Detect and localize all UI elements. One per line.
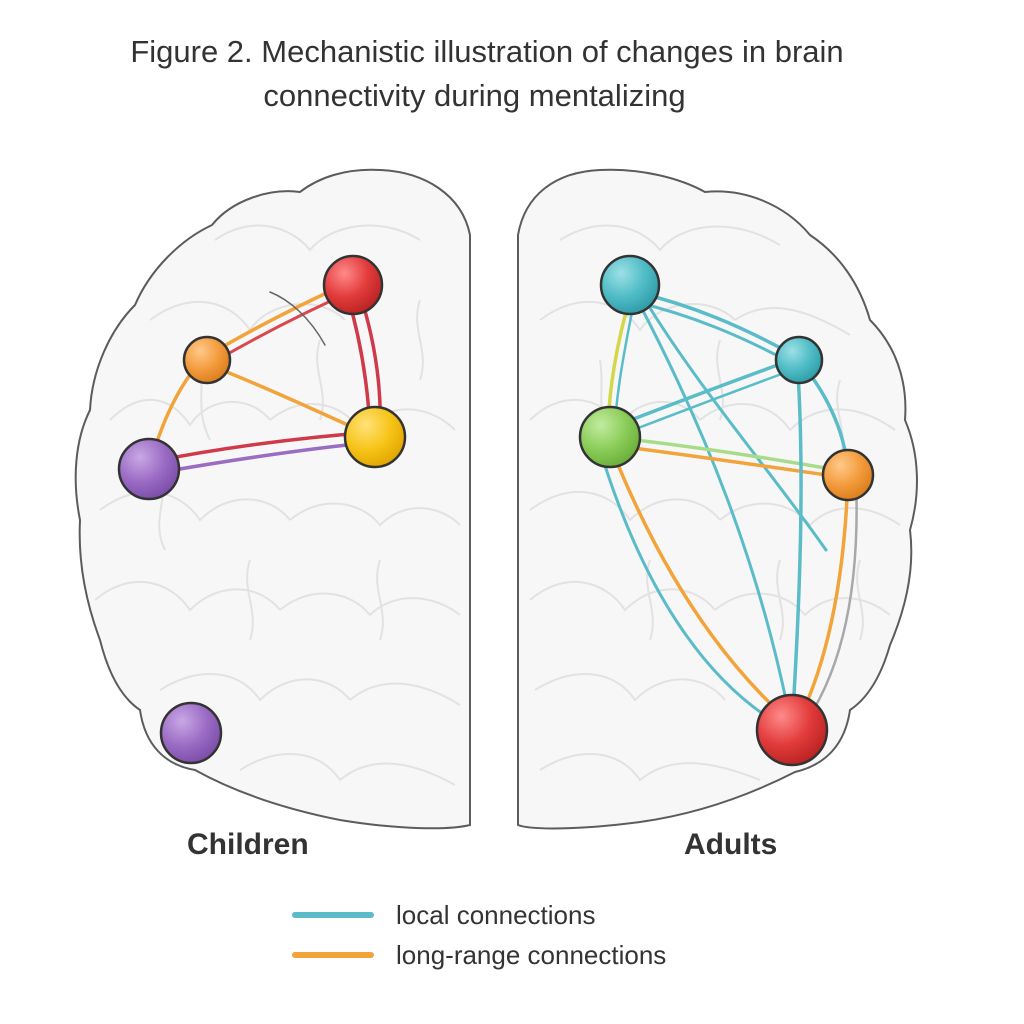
child-node-purple-isolated [159,701,223,765]
child-node-red [322,254,384,316]
adult-nodes [578,254,875,767]
adult-node-red [755,693,829,767]
children-label: Children [187,828,309,861]
right-hemisphere-outline [517,168,918,830]
legend-item-local: local connections [292,900,595,930]
figure-title: Figure 2. Mechanistic illustration of ch… [0,30,1024,118]
child-node-yellow [343,405,407,469]
left-hemisphere [74,168,471,830]
left-hemisphere-outline [74,168,471,830]
adult-edge-teal1-diag [643,298,828,552]
figure-title-line-2: connectivity during mentalizing [263,78,686,113]
adult-edge-green-red-orange [610,448,792,724]
adult-edge-green-red-teal [598,448,787,730]
legend-label-long-range: long-range connections [396,939,667,970]
adult-edge-teal2-red [790,356,803,730]
children-nodes [117,254,407,765]
adults-label: Adults [684,828,778,861]
legend-label-local: local connections [396,899,596,930]
right-hemisphere [517,168,918,830]
adult-node-green [578,405,642,469]
legend-swatch-long-range [292,952,374,958]
right-gyri [529,224,901,782]
adult-edge-teal1-red [638,303,794,732]
child-node-orange [182,335,232,385]
adult-node-teal-2 [774,335,824,385]
figure-title-line-1: Figure 2. Mechanistic illustration of ch… [130,34,844,69]
adult-node-teal-1 [599,254,661,316]
child-edge-stray [269,291,326,346]
child-node-purple [117,437,181,501]
adult-edge-green-orange-2 [608,443,850,480]
adult-node-orange [821,448,875,502]
legend-item-long-range: long-range connections [292,940,666,970]
legend-swatch-local [292,912,374,918]
